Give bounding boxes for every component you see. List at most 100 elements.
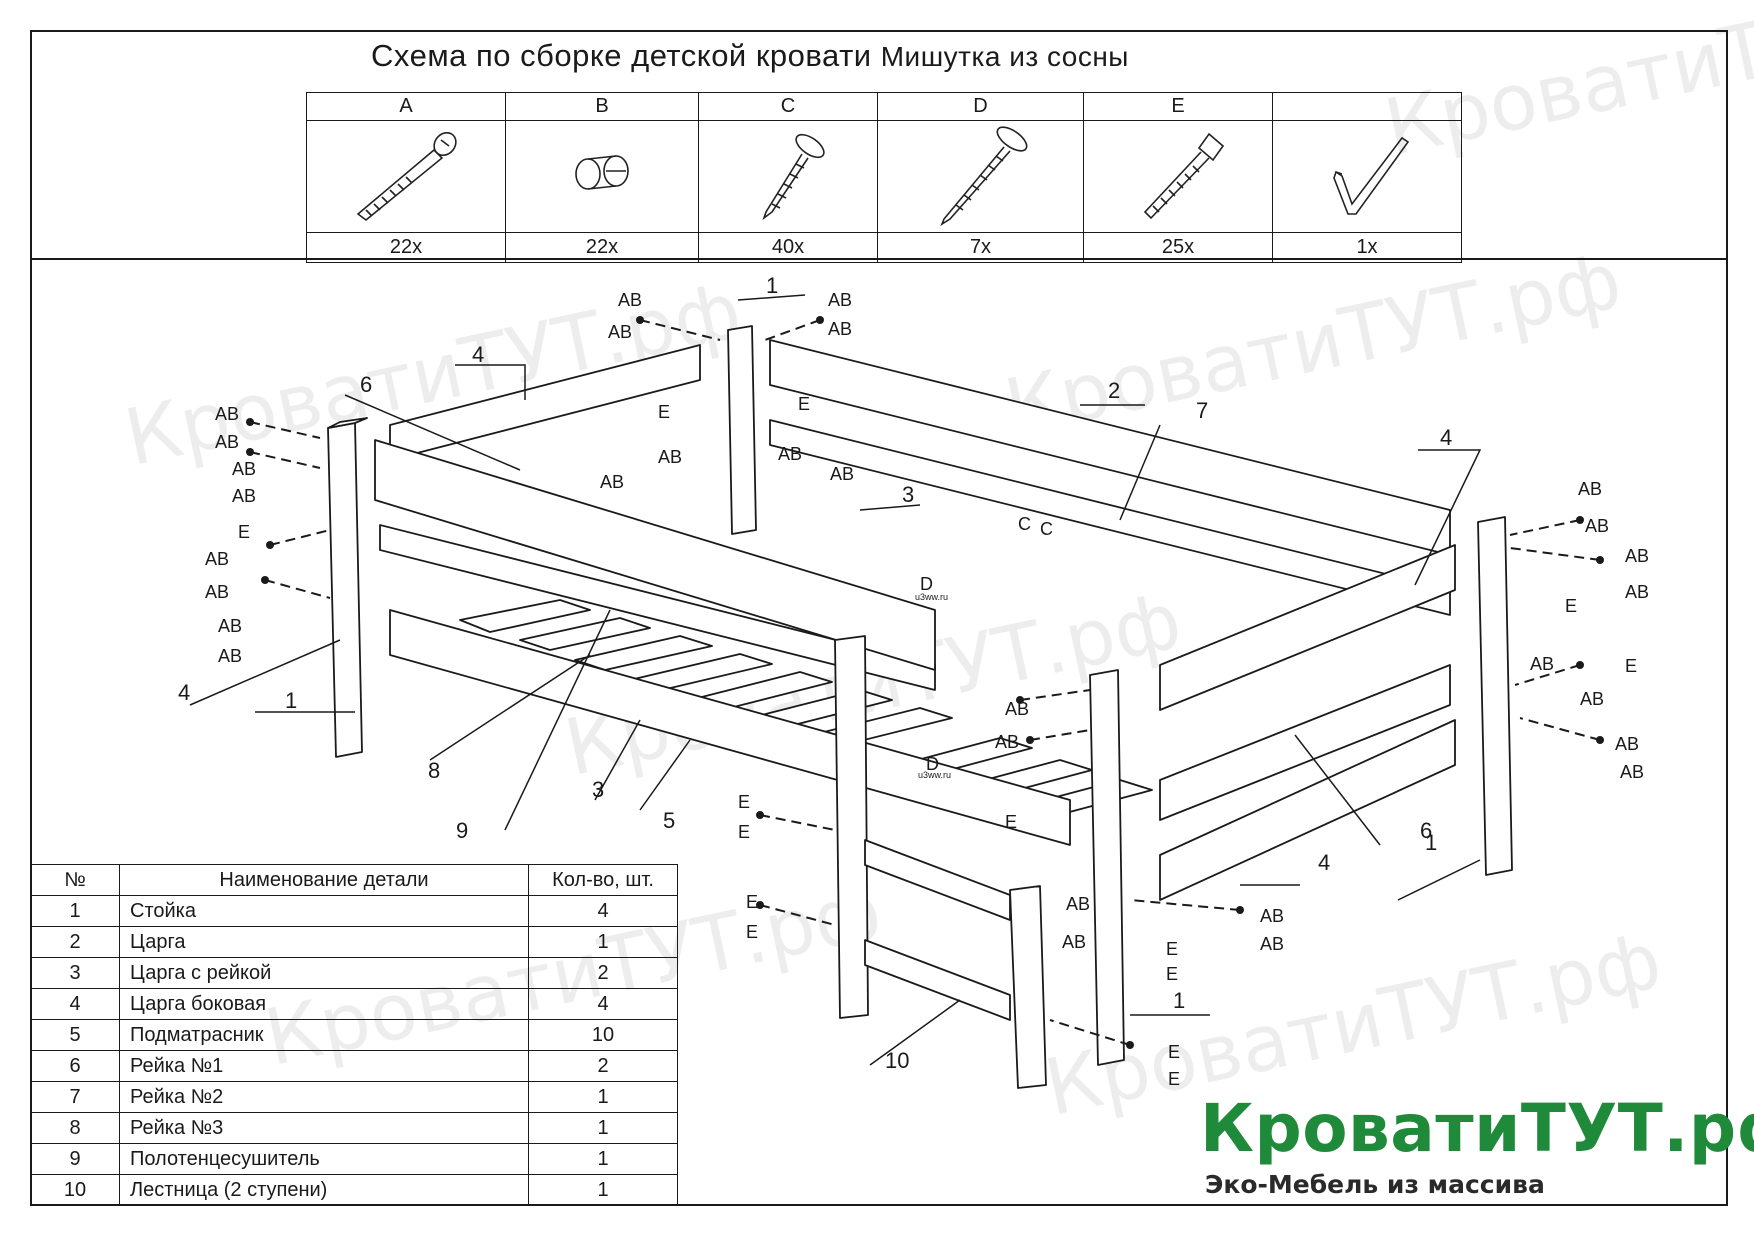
- fastener-label: E: [1168, 1069, 1180, 1089]
- part-name: Царга с рейкой: [119, 957, 529, 989]
- fastener-label: C: [1040, 519, 1053, 539]
- fastener-label: AB: [232, 459, 256, 479]
- part-qty: 2: [528, 957, 678, 989]
- front-rail: [389, 609, 1071, 846]
- fastener-label: AB: [830, 464, 854, 484]
- callout-1: 1: [285, 688, 297, 713]
- long-wood-screw-icon: [877, 120, 1084, 233]
- callout-7: 7: [1196, 398, 1208, 423]
- fastener-label: AB: [1615, 734, 1639, 754]
- fastener-label: AB: [1066, 894, 1090, 914]
- fastener-label: E: [658, 402, 670, 422]
- fastener-label: D: [920, 574, 933, 594]
- part-qty: 4: [528, 988, 678, 1020]
- callout-2: 2: [1108, 378, 1120, 403]
- threaded-dowel-icon: [1083, 120, 1273, 233]
- fastener-qty: 22x: [505, 232, 699, 263]
- brand-logo: КроватиТУТ.рф: [1200, 1090, 1754, 1167]
- part-number: 10: [30, 1174, 120, 1206]
- part-qty: 1: [528, 1112, 678, 1144]
- fastener-table: A B C D E: [306, 92, 1462, 263]
- fastener-label: E: [1166, 964, 1178, 984]
- callout-3: 3: [592, 777, 604, 802]
- fastener-label: E: [1166, 939, 1178, 959]
- fastener-label: C: [1018, 514, 1031, 534]
- fastener-label: AB: [1625, 582, 1649, 602]
- fastener-letter: B: [505, 92, 699, 121]
- fastener-label: E: [738, 792, 750, 812]
- callout-4: 4: [178, 680, 190, 705]
- fastener-letter: A: [306, 92, 506, 121]
- part-qty: 4: [528, 895, 678, 927]
- fastener-label: E: [238, 522, 250, 542]
- fastener-label: AB: [205, 582, 229, 602]
- small-label: u3ww.ru: [915, 592, 948, 602]
- fastener-label: AB: [218, 616, 242, 636]
- part-number: 6: [30, 1050, 120, 1082]
- fastener-label: AB: [600, 472, 624, 492]
- fastener-qty: 25x: [1083, 232, 1273, 263]
- parts-header-qty: Кол-во, шт.: [528, 864, 678, 896]
- part-number: 8: [30, 1112, 120, 1144]
- fastener-label: E: [1168, 1042, 1180, 1062]
- callout-4: 4: [472, 342, 484, 367]
- part-number: 3: [30, 957, 120, 989]
- part-qty: 1: [528, 1174, 678, 1206]
- fastener-qty: 7x: [877, 232, 1084, 263]
- fastener-label: AB: [1260, 934, 1284, 954]
- fastener-label: E: [1005, 812, 1017, 832]
- brand-slogan: Эко-Мебель из массива: [1205, 1170, 1545, 1199]
- fastener-label: AB: [1620, 762, 1644, 782]
- part-name: Стойка: [119, 895, 529, 927]
- fastener-label: E: [1565, 596, 1577, 616]
- fastener-label: AB: [828, 290, 852, 310]
- callout-1: 1: [1425, 830, 1437, 855]
- fastener-letter: [1272, 92, 1462, 121]
- part-name: Подматрасник: [119, 1019, 529, 1051]
- fastener-label: AB: [1005, 699, 1029, 719]
- fastener-label: AB: [1260, 906, 1284, 926]
- part-number: 9: [30, 1143, 120, 1175]
- fastener-label: AB: [232, 486, 256, 506]
- side-rail-right-bottom: [1159, 719, 1456, 901]
- callout-1: 1: [1173, 988, 1185, 1013]
- fastener-qty: 40x: [698, 232, 878, 263]
- guard-rail: [374, 439, 936, 671]
- fastener-label: AB: [658, 447, 682, 467]
- side-rail-right-lower: [1159, 664, 1451, 821]
- part-number: 2: [30, 926, 120, 958]
- part-name: Лестница (2 ступени): [119, 1174, 529, 1206]
- fastener-label: AB: [205, 549, 229, 569]
- part-qty: 1: [528, 1143, 678, 1175]
- post-front-right: [1089, 669, 1125, 1066]
- fastener-label: E: [738, 822, 750, 842]
- callout-6: 6: [360, 372, 372, 397]
- fastener-label: AB: [608, 322, 632, 342]
- fastener-label: AB: [778, 444, 802, 464]
- confirmat-screw-icon: [306, 120, 506, 233]
- part-qty: 1: [528, 1081, 678, 1113]
- callout-6: 6: [1420, 818, 1432, 843]
- part-name: Рейка №2: [119, 1081, 529, 1113]
- side-rail-top-left: [389, 344, 701, 461]
- fastener-label: AB: [1625, 546, 1649, 566]
- callout-5: 5: [663, 808, 675, 833]
- fastener-label: AB: [215, 432, 239, 452]
- post-back-left: [727, 325, 757, 535]
- parts-header-name: Наименование детали: [119, 864, 529, 896]
- fastener-label: AB: [1530, 654, 1554, 674]
- fastener-label: AB: [828, 319, 852, 339]
- small-label: u3ww.ru: [918, 770, 951, 780]
- cap-nut-icon: [505, 120, 699, 233]
- fastener-label: AB: [618, 290, 642, 310]
- post-front-left: [327, 422, 363, 758]
- hex-key-icon: [1272, 120, 1462, 233]
